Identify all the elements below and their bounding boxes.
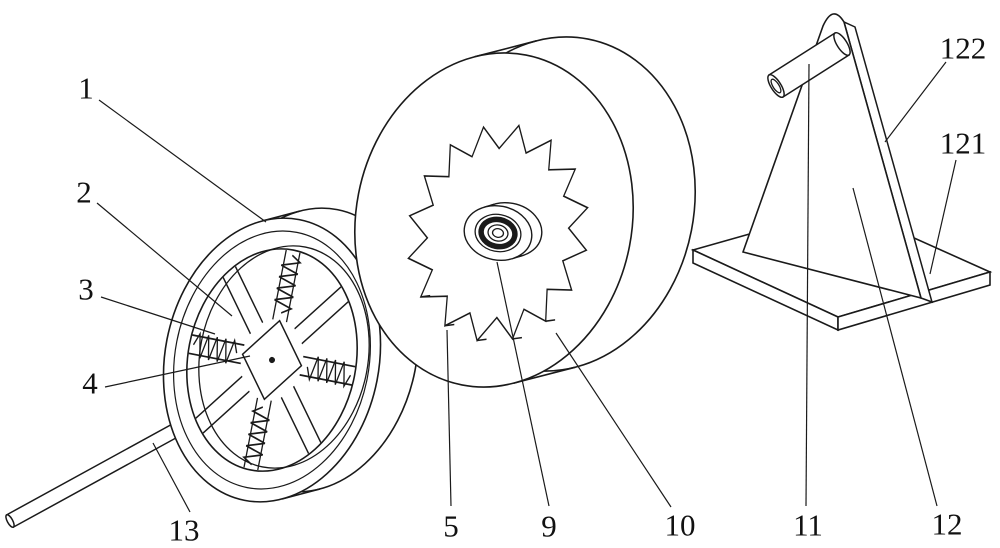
ref-label-9: 9 [541, 508, 557, 544]
leader-line-ref-10 [555, 332, 672, 508]
leader-line-ref-121 [929, 159, 957, 275]
leader-line-ref-12 [852, 187, 938, 507]
leader-line-ref-1 [98, 99, 267, 223]
leader-line-ref-9 [496, 261, 550, 507]
leader-line-ref-4 [104, 355, 251, 388]
ref-label-1: 1 [78, 70, 94, 106]
leader-line-ref-13 [152, 442, 191, 513]
leader-lines [96, 61, 957, 513]
leader-line-ref-11 [805, 63, 810, 507]
ref-label-2: 2 [76, 174, 92, 210]
drawing-root [5, 13, 993, 529]
ref-label-122: 122 [939, 30, 987, 66]
leader-line-ref-5 [446, 329, 452, 507]
ref-label-10: 10 [664, 507, 696, 543]
ref-label-3: 3 [78, 271, 94, 307]
ref-label-11: 11 [793, 507, 823, 543]
ref-label-5: 5 [443, 508, 459, 544]
leader-line-ref-2 [96, 202, 233, 317]
leader-line-ref-122 [884, 61, 947, 143]
leader-line-ref-3 [100, 296, 216, 335]
ref-label-13: 13 [168, 512, 200, 548]
ref-label-4: 4 [82, 365, 98, 401]
ref-label-12: 12 [931, 506, 963, 542]
ref-label-121: 121 [939, 125, 987, 161]
